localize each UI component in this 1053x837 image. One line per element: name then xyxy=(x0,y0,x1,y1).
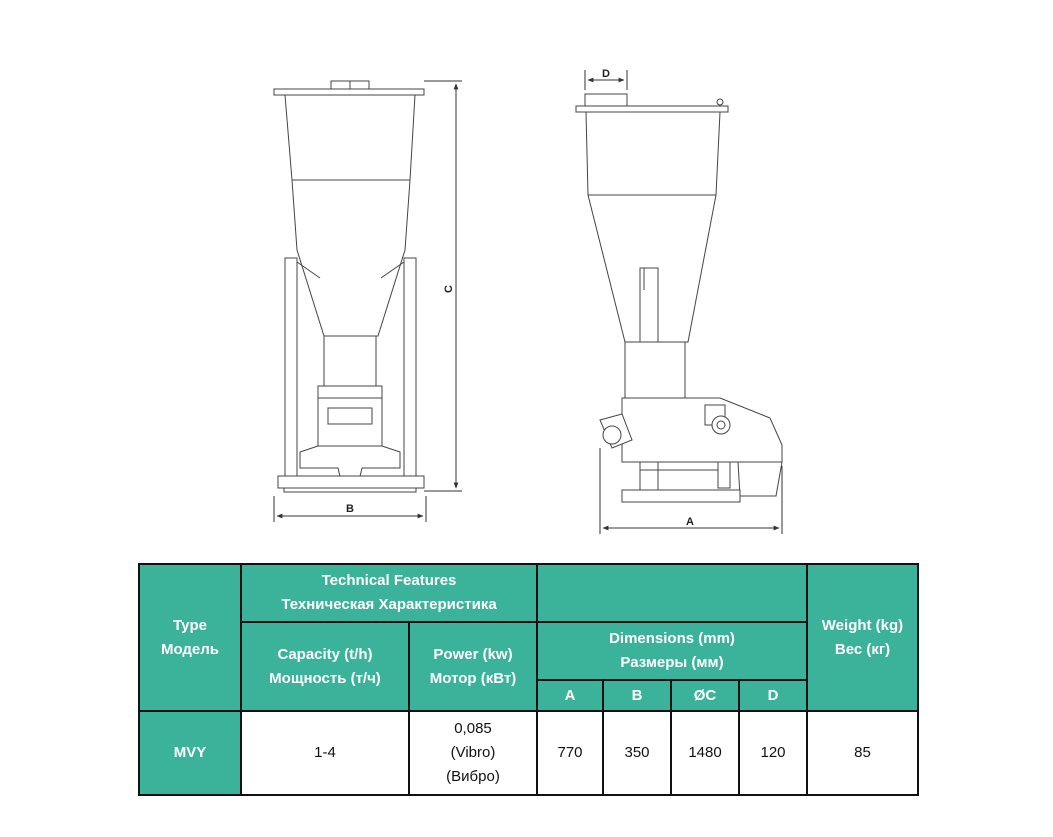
spec-table: Type Модель Technical Features Техническ… xyxy=(138,563,919,796)
header-blank xyxy=(536,563,808,623)
technical-drawing: C B D xyxy=(273,68,783,534)
header-dim-c: ØC xyxy=(670,679,740,712)
cell-type: MVY xyxy=(138,710,242,796)
dim-label-a: A xyxy=(686,516,694,528)
cell-weight: 85 xyxy=(806,710,919,796)
dim-label-c: C xyxy=(443,285,455,293)
header-weight: Weight (kg) Вес (кг) xyxy=(806,563,919,712)
table-row: MVY 1-4 0,085 (Vibro) (Вибро) 770 350 14… xyxy=(138,710,919,796)
header-dim-d: D xyxy=(738,679,808,712)
cell-dim-b: 350 xyxy=(602,710,672,796)
front-dimension-lines xyxy=(273,80,462,522)
header-type: Type Модель xyxy=(138,563,242,712)
header-capacity: Capacity (t/h) Мощность (т/ч) xyxy=(240,621,410,712)
cell-dim-a: 770 xyxy=(536,710,604,796)
dim-label-d: D xyxy=(602,68,610,80)
dim-label-b: B xyxy=(346,503,354,515)
header-dimensions: Dimensions (mm) Размеры (мм) xyxy=(536,621,808,681)
header-dim-b: B xyxy=(602,679,672,712)
cell-capacity: 1-4 xyxy=(240,710,410,796)
cell-dim-c: 1480 xyxy=(670,710,740,796)
header-technical-features: Technical Features Техническая Характери… xyxy=(240,563,538,623)
cell-dim-d: 120 xyxy=(738,710,808,796)
header-power: Power (kw) Мотор (кВт) xyxy=(408,621,538,712)
side-view xyxy=(575,93,783,503)
side-dimension-lines xyxy=(584,70,783,534)
front-view xyxy=(273,80,425,493)
header-dim-a: A xyxy=(536,679,604,712)
cell-power: 0,085 (Vibro) (Вибро) xyxy=(408,710,538,796)
